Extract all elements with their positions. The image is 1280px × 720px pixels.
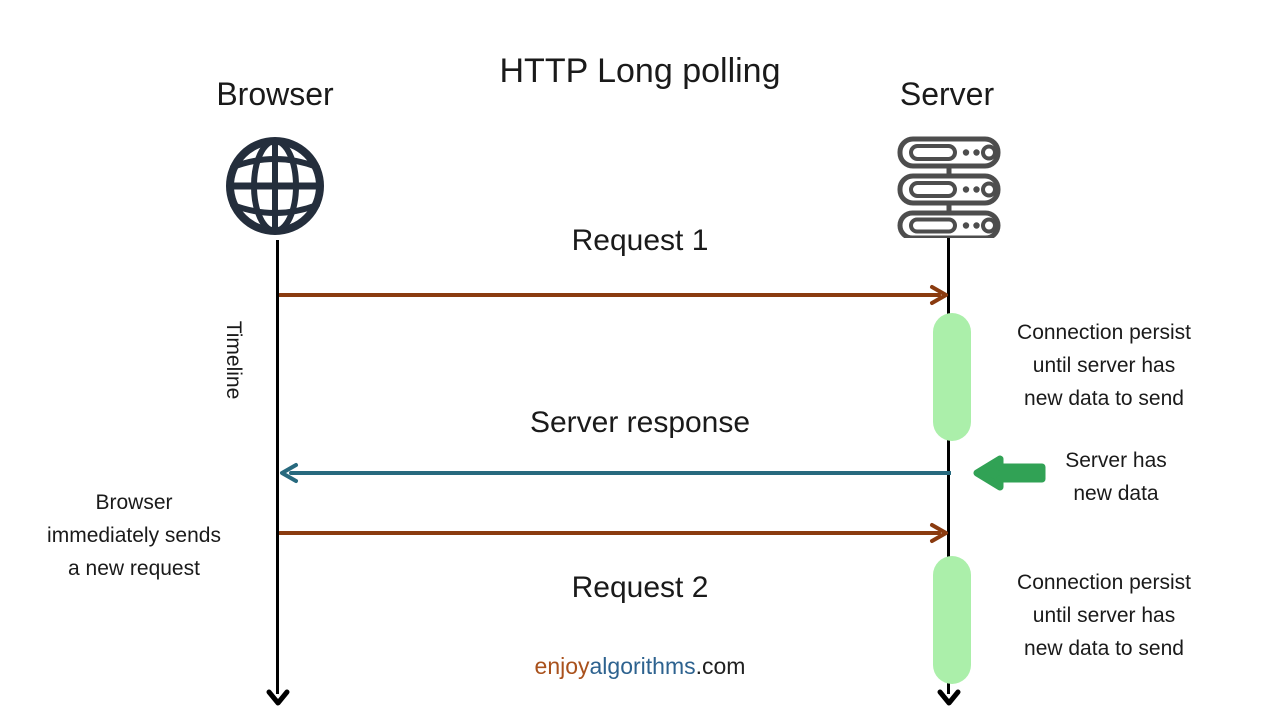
diagram-title: HTTP Long polling bbox=[499, 52, 781, 90]
server-has-new-data-arrow-icon bbox=[970, 452, 1050, 494]
browser-lifeline-arrowhead-icon bbox=[265, 689, 291, 707]
connection-persist-note-1: Connection persist until server has new … bbox=[1017, 321, 1191, 410]
server-lifeline bbox=[947, 238, 950, 694]
server-rack-icon bbox=[897, 136, 1001, 238]
server-actor-label: Server bbox=[899, 76, 995, 112]
brand-enjoy: enjoy bbox=[534, 653, 590, 679]
connection-persist-highlight-1 bbox=[933, 313, 971, 441]
request1-label: Request 1 bbox=[571, 224, 709, 257]
connection-persist-note-2: Connection persist until server has new … bbox=[1017, 571, 1191, 660]
browser-actor-label: Browser bbox=[216, 76, 334, 112]
globe-icon bbox=[223, 134, 327, 238]
request1-arrow-icon bbox=[279, 283, 951, 307]
connection-persist-highlight-2 bbox=[933, 556, 971, 684]
timeline-axis-label: Timeline bbox=[222, 320, 245, 400]
request2-label: Request 2 bbox=[571, 571, 709, 604]
server-response-label: Server response bbox=[529, 406, 751, 439]
brand-algorithms: algorithms bbox=[589, 653, 696, 679]
server-response-arrow-icon bbox=[279, 461, 951, 485]
brand-com: .com bbox=[695, 653, 746, 679]
browser-lifeline bbox=[276, 240, 279, 694]
server-has-new-data-note: Server has new data bbox=[1065, 449, 1167, 505]
server-lifeline-arrowhead-icon bbox=[936, 689, 962, 707]
request2-arrow-icon bbox=[279, 521, 951, 545]
browser-resend-note: Browser immediately sends a new request bbox=[47, 491, 221, 580]
branding: enjoyalgorithms.com bbox=[535, 653, 746, 680]
